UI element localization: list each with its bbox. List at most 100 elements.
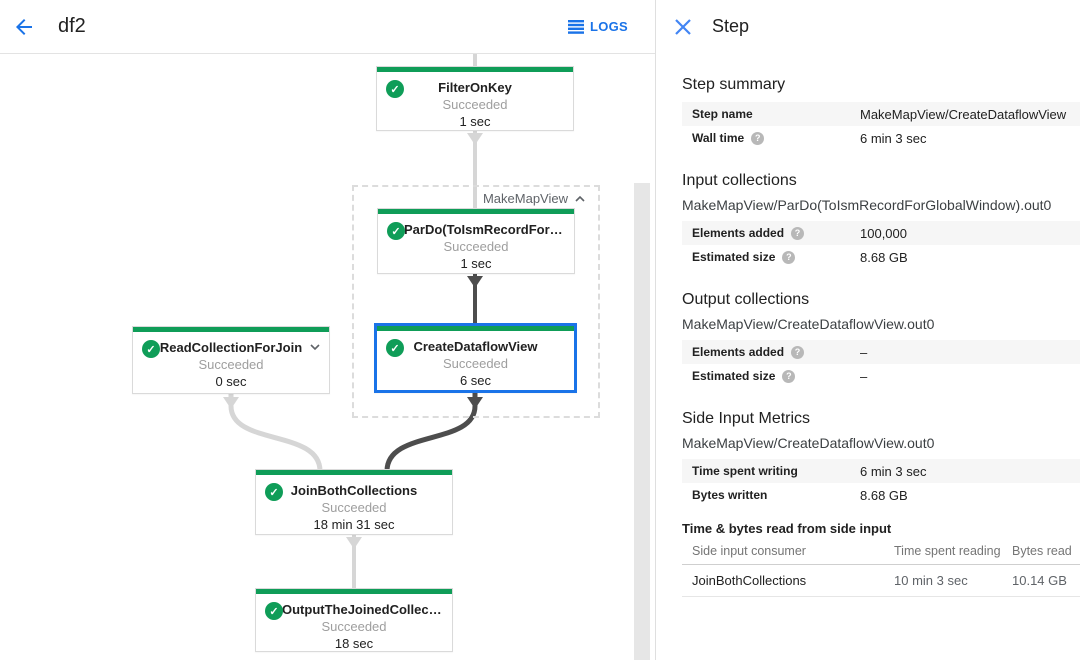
- step-summary-table: Step name MakeMapView/CreateDataflowView…: [682, 102, 1080, 150]
- top-bar: df2 LOGS: [0, 0, 656, 53]
- output-collections-table: Elements added? – Estimated size? –: [682, 340, 1080, 388]
- node-title: CreateDataflowView: [413, 339, 538, 354]
- graph-node-joinbothcollections[interactable]: ✓ JoinBothCollections Succeeded 18 min 3…: [255, 469, 453, 535]
- chevron-down-icon[interactable]: [309, 343, 321, 351]
- input-collections-heading: Input collections: [682, 172, 797, 189]
- help-icon[interactable]: ?: [791, 226, 805, 240]
- panel-divider: [655, 0, 656, 660]
- succeeded-check-icon: ✓: [386, 339, 404, 357]
- group-label-text: MakeMapView: [482, 191, 568, 206]
- succeeded-check-icon: ✓: [265, 483, 283, 501]
- graph-node-createdataflowview[interactable]: ✓ CreateDataflowView Succeeded 6 sec: [374, 323, 577, 393]
- back-arrow-icon[interactable]: [12, 15, 36, 39]
- table-row: Time spent writing 6 min 3 sec: [682, 459, 1080, 483]
- graph-edges: [223, 54, 483, 590]
- row-value: 6 min 3 sec: [860, 130, 927, 146]
- logs-button-label: LOGS: [589, 19, 628, 34]
- logs-button[interactable]: LOGS: [567, 19, 628, 34]
- node-title: ParDo(ToIsmRecordFor…: [404, 222, 563, 237]
- node-status-bar: [377, 67, 573, 72]
- node-status-bar: [133, 327, 329, 332]
- node-status-bar: [377, 326, 574, 331]
- job-title: df2: [58, 15, 86, 37]
- node-time: 18 min 31 sec: [313, 517, 395, 532]
- table-row: Step name MakeMapView/CreateDataflowView: [682, 102, 1080, 126]
- node-title: JoinBothCollections: [290, 483, 418, 498]
- row-label: Time spent writing: [692, 464, 798, 478]
- node-status-bar: [378, 209, 574, 214]
- help-icon[interactable]: ?: [791, 345, 805, 359]
- chevron-up-icon: [575, 195, 585, 202]
- succeeded-check-icon: ✓: [386, 80, 404, 98]
- help-icon[interactable]: ?: [782, 369, 796, 383]
- node-title: OutputTheJoinedCollec…: [282, 602, 442, 617]
- table-row: Bytes written 8.68 GB: [682, 483, 1080, 507]
- panel-title: Step: [712, 16, 750, 36]
- side-input-metrics-heading: Side Input Metrics: [682, 410, 811, 427]
- column-header: Time spent reading: [884, 541, 1002, 565]
- node-status: Succeeded: [442, 97, 508, 112]
- panel-body: Step summary Step name MakeMapView/Creat…: [656, 53, 1090, 597]
- node-time: 18 sec: [334, 636, 374, 651]
- output-collection-name: MakeMapView/CreateDataflowView.out0: [682, 316, 935, 332]
- row-label: Elements added: [692, 226, 785, 240]
- table-row: Elements added? –: [682, 340, 1080, 364]
- help-icon[interactable]: ?: [782, 250, 796, 264]
- graph-node-outputthejoined[interactable]: ✓ OutputTheJoinedCollec… Succeeded 18 se…: [255, 588, 453, 652]
- row-label: Elements added: [692, 345, 785, 359]
- node-title: ReadCollectionForJoin: [159, 340, 303, 355]
- row-value: 8.68 GB: [860, 487, 908, 503]
- node-time: 1 sec: [459, 114, 491, 129]
- row-value: 6 min 3 sec: [860, 463, 927, 479]
- node-status: Succeeded: [442, 356, 509, 371]
- node-title: FilterOnKey: [438, 80, 512, 95]
- node-status-bar: [256, 589, 452, 594]
- step-details-panel: Step Step summary Step name MakeMapView/…: [656, 0, 1090, 660]
- node-time: 6 sec: [459, 373, 492, 388]
- node-status: Succeeded: [321, 619, 387, 634]
- row-value: 100,000: [860, 225, 907, 241]
- row-label: Estimated size: [692, 369, 776, 383]
- column-header: Side input consumer: [682, 541, 884, 565]
- input-collections-table: Elements added? 100,000 Estimated size? …: [682, 221, 1080, 269]
- logs-lines-icon: [567, 19, 584, 34]
- node-status: Succeeded: [443, 239, 509, 254]
- group-toggle-makemapview[interactable]: MakeMapView: [480, 191, 588, 206]
- panel-header: Step: [656, 0, 1090, 53]
- table-row: Estimated size? –: [682, 364, 1080, 388]
- cell-bytes-read: 10.14 GB: [1002, 564, 1080, 597]
- cell-time-reading: 10 min 3 sec: [884, 564, 1002, 597]
- input-collection-name: MakeMapView/ParDo(ToIsmRecordForGlobalWi…: [682, 197, 1052, 213]
- side-input-metrics-name: MakeMapView/CreateDataflowView.out0: [682, 435, 935, 451]
- table-row: Estimated size? 8.68 GB: [682, 245, 1080, 269]
- node-time: 0 sec: [215, 374, 247, 389]
- graph-node-readcollectionforjoin[interactable]: ✓ ReadCollectionForJoin Succeeded 0 sec: [132, 326, 330, 394]
- row-label: Bytes written: [692, 488, 768, 502]
- succeeded-check-icon: ✓: [265, 602, 283, 620]
- column-header: Bytes read: [1002, 541, 1080, 565]
- vertical-scrollbar-thumb[interactable]: [634, 183, 650, 660]
- row-value: –: [860, 344, 868, 360]
- node-status-bar: [256, 470, 452, 475]
- output-collections-heading: Output collections: [682, 291, 810, 308]
- graph-node-filteronkey[interactable]: ✓ FilterOnKey Succeeded 1 sec: [376, 66, 574, 131]
- help-icon[interactable]: ?: [751, 131, 765, 145]
- table-row: JoinBothCollections 10 min 3 sec 10.14 G…: [682, 564, 1080, 597]
- succeeded-check-icon: ✓: [142, 340, 160, 358]
- table-row: Wall time? 6 min 3 sec: [682, 126, 1080, 150]
- side-input-read-table: Side input consumer Time spent reading B…: [682, 541, 1080, 597]
- header-divider: [0, 53, 1090, 54]
- row-label: Step name: [692, 107, 753, 121]
- close-icon[interactable]: [674, 18, 692, 36]
- step-summary-heading: Step summary: [682, 76, 786, 93]
- side-input-read-heading: Time & bytes read from side input: [682, 521, 892, 536]
- table-row: Elements added? 100,000: [682, 221, 1080, 245]
- graph-node-pardo-toismrecord[interactable]: ✓ ParDo(ToIsmRecordFor… Succeeded 1 sec: [377, 208, 575, 274]
- row-value: –: [860, 368, 868, 384]
- cell-consumer: JoinBothCollections: [682, 564, 884, 597]
- row-value: 8.68 GB: [860, 249, 908, 265]
- node-status: Succeeded: [198, 357, 264, 372]
- side-input-metrics-table: Time spent writing 6 min 3 sec Bytes wri…: [682, 459, 1080, 507]
- job-graph-canvas[interactable]: MakeMapView ✓ FilterOnKey Succeeded 1 se…: [0, 54, 656, 660]
